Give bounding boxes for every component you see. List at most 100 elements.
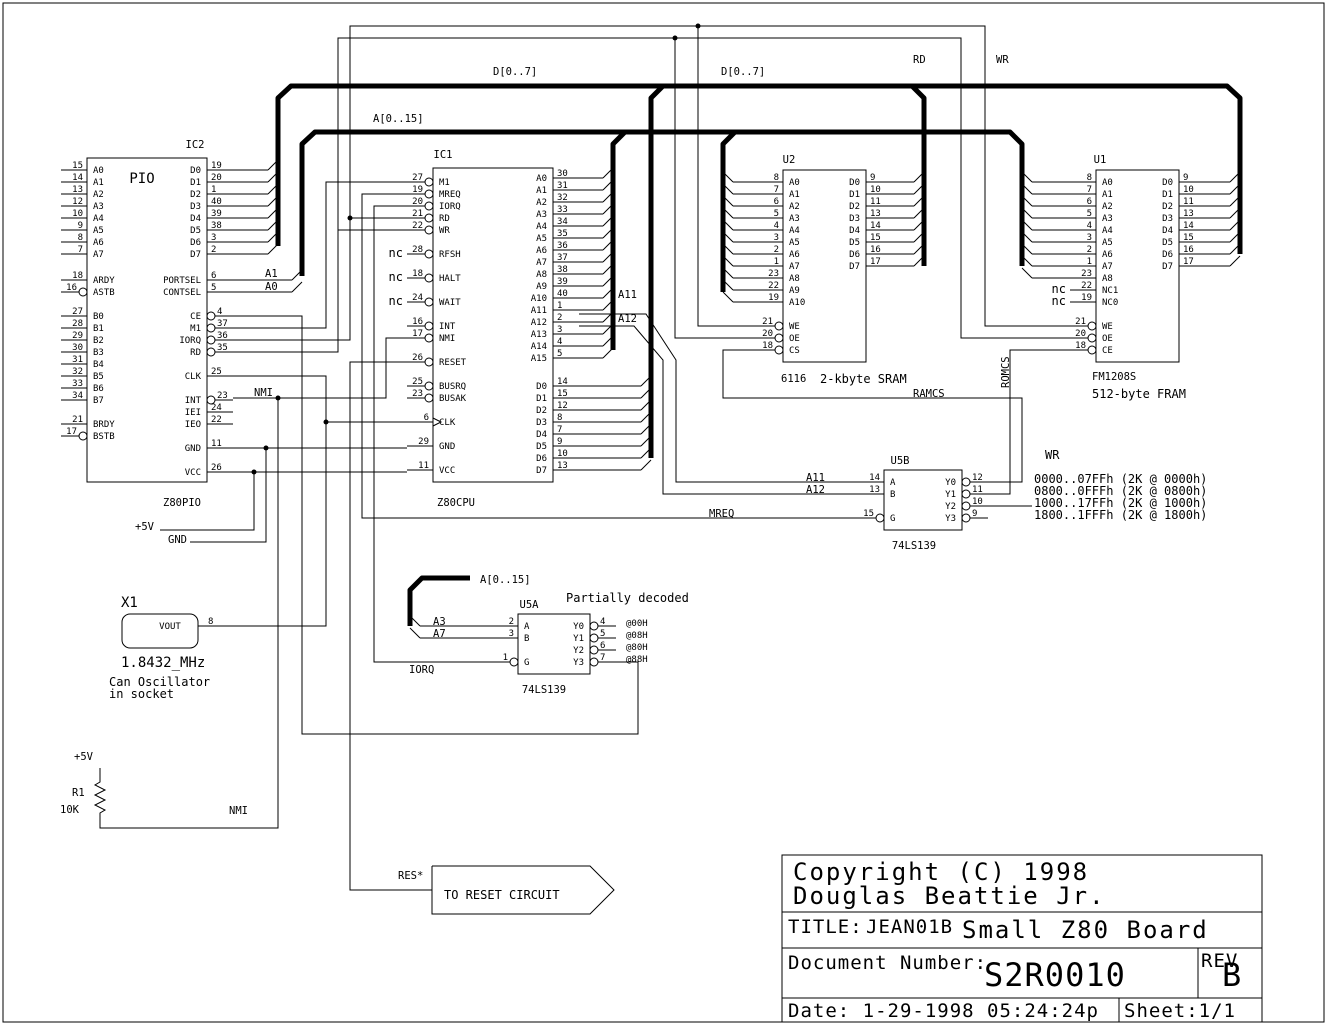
pin-number: 8 [774, 173, 779, 183]
bus-entry [913, 219, 925, 231]
pin-name: A7 [1102, 262, 1113, 272]
pin-name: D6 [849, 250, 860, 260]
u5b-ref: U5B [891, 455, 910, 467]
net-label: A3 [433, 616, 446, 628]
u5a-note: Partially decoded [566, 591, 689, 605]
pin-name: A2 [789, 202, 800, 212]
pin-number: 6 [774, 197, 779, 207]
net-label: WR [996, 54, 1009, 66]
bus-entry [267, 183, 279, 195]
bus-entry [1229, 195, 1241, 207]
pin-name: G [890, 514, 895, 524]
bus-entry [722, 291, 734, 303]
bus-entry [267, 207, 279, 219]
pin-number: 24 [412, 293, 423, 303]
net-label: A11 [618, 289, 637, 301]
pin-number: 10 [72, 209, 83, 219]
pin-name: A9 [789, 286, 800, 296]
bus-addr-u2 [720, 130, 737, 292]
pin-number: 10 [1183, 185, 1194, 195]
net-vcc-drop [160, 472, 255, 531]
ic1-part: Z80CPU [437, 497, 475, 509]
inversion-bubble [424, 393, 434, 403]
pin-number: 36 [557, 241, 568, 251]
pin-number: 26 [412, 353, 423, 363]
bus-entry [913, 255, 925, 267]
rev-label: REV [1201, 950, 1238, 972]
inversion-bubble [424, 273, 434, 283]
pin-number: 34 [557, 217, 568, 227]
bus-data-u2 [910, 84, 927, 266]
inversion-bubble [1087, 333, 1097, 343]
inversion-bubble [589, 657, 599, 667]
inversion-bubble [1087, 345, 1097, 355]
bus-entry [1021, 195, 1033, 207]
pin-number: 3 [1087, 233, 1092, 243]
pin-number: 4 [217, 307, 222, 317]
pin-number: 2 [557, 313, 562, 323]
pin-number: 11 [870, 197, 881, 207]
inversion-bubble [206, 311, 216, 321]
pin-name: A15 [531, 354, 547, 364]
pin-name: A2 [93, 190, 104, 200]
pin-number: 31 [72, 355, 83, 365]
pin-name: ARDY [93, 276, 115, 286]
pin-name: B [524, 634, 529, 644]
bus-entry [267, 219, 279, 231]
pin-name: A6 [789, 250, 800, 260]
title-name: Small Z80 Board [962, 916, 1209, 944]
net-rd [337, 37, 1070, 339]
net-label: RES* [398, 870, 423, 882]
pin-name: D2 [536, 406, 547, 416]
pin-name: M1 [190, 324, 201, 334]
pin-name: A9 [536, 282, 547, 292]
net-wr-u2 [697, 26, 757, 327]
net-a11 [579, 313, 858, 483]
pin-number: 5 [600, 629, 605, 639]
pin-number: 21 [1075, 317, 1086, 327]
pin-number: 3 [557, 325, 562, 335]
pin-name: B1 [93, 324, 104, 334]
pin-name: OE [789, 334, 800, 344]
pin-name: RD [439, 214, 450, 224]
decode-address: @80H [626, 643, 648, 653]
pin-number: 13 [557, 461, 568, 471]
pin-number: 20 [762, 329, 773, 339]
bus-entry [267, 231, 279, 243]
pin-name: A8 [789, 274, 800, 284]
ic2-ref: IC2 [186, 139, 205, 151]
pin-name: D1 [190, 178, 201, 188]
pin-name: A3 [1102, 214, 1113, 224]
pin-number: 16 [412, 317, 423, 327]
bus-entry [1229, 183, 1241, 195]
bus-entry [1021, 219, 1033, 231]
pin-number: 16 [1183, 245, 1194, 255]
inversion-bubble [78, 287, 88, 297]
pin-name: A0 [536, 174, 547, 184]
u1-part: FM1208S [1092, 371, 1136, 383]
pin-name: A4 [93, 214, 104, 224]
bus-entry [1021, 243, 1033, 255]
pin-number: 4 [600, 617, 605, 627]
pin-name: A4 [789, 226, 800, 236]
pin-number: 4 [1087, 221, 1092, 231]
pin-name: D6 [536, 454, 547, 464]
pin-name: D2 [849, 202, 860, 212]
pin-name: D2 [1162, 202, 1173, 212]
net-wr [349, 25, 1070, 327]
bus-entry [913, 231, 925, 243]
pin-number: 21 [412, 209, 423, 219]
pin-number: 37 [217, 319, 228, 329]
pin-name: BUSAK [439, 394, 467, 404]
pin-name: MREQ [439, 190, 461, 200]
pin-number: 26 [211, 463, 222, 473]
net-m1 [233, 181, 407, 329]
pin-name: A [890, 478, 896, 488]
r1-ref: R1 [72, 787, 85, 799]
pin-number: 37 [557, 253, 568, 263]
pin-number: 18 [412, 269, 423, 279]
pin-number: 11 [211, 439, 222, 449]
